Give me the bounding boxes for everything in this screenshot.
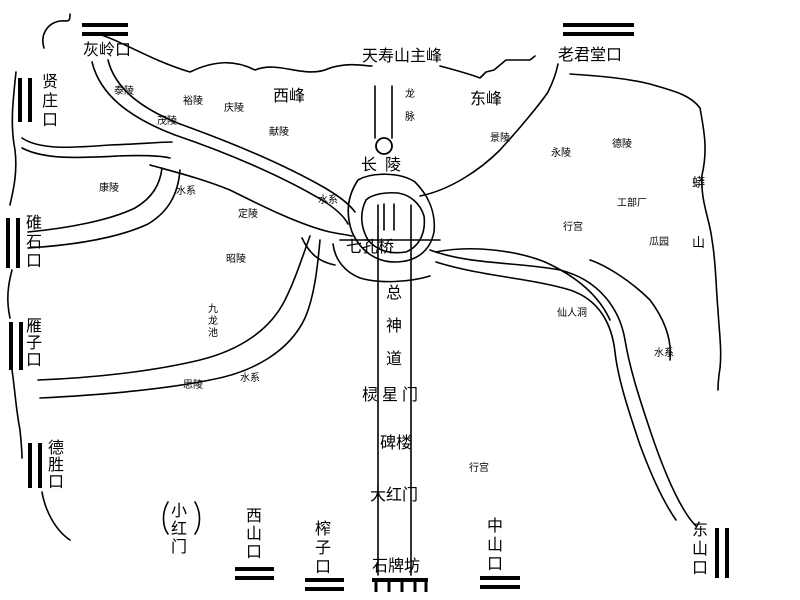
site-label-shipaifang: 石牌坊	[372, 556, 420, 575]
gate-label-xianzhuang: 贤庄口	[42, 72, 58, 129]
site-label-qikongqiao: 七孔桥	[346, 237, 394, 256]
water-label-3: 水系	[240, 372, 260, 384]
tomb-label-dingling: 定陵	[238, 207, 258, 220]
changling-marker	[375, 137, 393, 155]
gate-label-dongshan: 东山口	[692, 520, 708, 577]
site-label-jiulongchi: 九龙池	[208, 303, 218, 339]
changling-enclosure-outer	[347, 173, 436, 263]
peak-label-east: 东峰	[470, 89, 502, 108]
water-label-4: 水系	[654, 347, 674, 359]
tomb-label-xianling: 献陵	[269, 125, 289, 138]
ridge-changling-east	[419, 63, 559, 197]
tomb-label-jingling: 景陵	[490, 132, 510, 144]
ridge-xianzhuang-2	[21, 147, 171, 159]
site-label-xianrendong: 仙人洞	[557, 306, 587, 319]
water-east-main-2	[435, 261, 677, 521]
tomb-label-maoling: 茂陵	[157, 114, 177, 127]
shipaifang-legs	[374, 580, 428, 592]
mountain-outline-southwest	[41, 491, 71, 541]
site-label-xinggong-north: 行宫	[563, 220, 583, 233]
water-label-1: 水系	[176, 185, 196, 197]
mountain-outline-northwest	[97, 33, 373, 73]
ridge-huiling-1	[91, 61, 349, 225]
water-east-main-1	[429, 249, 697, 527]
water-zhuishi-2	[27, 169, 181, 249]
site-label-beilou: 碑楼	[380, 433, 412, 452]
mountain-outline-east	[569, 73, 722, 391]
tomb-label-siling: 思陵	[183, 379, 203, 391]
gate-label-yanzi: 雁子口	[26, 316, 42, 369]
gate-label-zhongshan: 中山口	[487, 516, 503, 573]
mountain-outline-west-lower	[11, 369, 23, 459]
gate-label-desheng: 德胜口	[48, 438, 64, 491]
water-label-2: 水系	[318, 194, 338, 206]
tomb-label-yuling: 裕陵	[183, 94, 203, 107]
peak-label-mang: 蟒山	[692, 176, 705, 251]
mountain-outline-west-mid	[7, 269, 13, 319]
enclosure-ticks	[383, 203, 395, 231]
xiaohongmen-arc-left	[162, 501, 169, 535]
water-east-branch-2	[589, 259, 672, 361]
mountain-outline-north-center	[439, 55, 536, 79]
peak-label-west: 西峰	[273, 86, 305, 105]
tomb-label-yongling: 永陵	[551, 146, 571, 159]
site-label-lingxingmen: 棂星门	[362, 385, 422, 404]
mountain-outline-west-upper	[9, 71, 17, 206]
site-label-dahongmen: 大红门	[370, 485, 418, 504]
site-label-guayuan: 瓜园	[649, 236, 669, 248]
tomb-label-kangling: 康陵	[99, 181, 119, 194]
tomb-label-changling: 长陵	[361, 155, 409, 174]
gate-label-huiling: 灰岭口	[83, 40, 131, 59]
gate-label-xishan: 西山口	[246, 506, 262, 561]
changling-enclosure-inner	[360, 191, 426, 254]
tomb-label-qingling: 庆陵	[224, 101, 244, 114]
peak-label-longmai: 龙脉	[405, 87, 415, 123]
tomb-label-zhaoling: 昭陵	[226, 253, 246, 265]
water-zhuishi-1	[27, 167, 163, 233]
xiaohongmen-arc-right	[194, 501, 201, 535]
site-label-shendao: 总神道	[386, 283, 402, 368]
water-yanzi-1	[37, 235, 311, 381]
water-east-branch	[435, 248, 611, 321]
tomb-label-deling: 德陵	[612, 137, 632, 150]
tomb-label-tailing: 泰陵	[114, 84, 134, 97]
mountain-outline-north	[42, 13, 71, 49]
peak-label-main: 天寿山主峰	[362, 46, 442, 65]
gate-label-zhuishi: 碓石口	[26, 213, 42, 270]
gate-label-zhazi: 榨子口	[315, 519, 331, 576]
water-yanzi-2	[39, 239, 321, 399]
site-label-xinggong-south: 行宫	[469, 461, 489, 474]
gate-label-xiaohongmen: 小红门	[171, 501, 187, 556]
site-label-gongbu: 工部厂	[617, 196, 647, 209]
gate-label-laojuntang: 老君堂口	[558, 45, 622, 64]
water-dingling	[149, 164, 353, 237]
ridge-huiling-2	[107, 59, 356, 213]
ridge-xianzhuang-1	[21, 137, 173, 149]
water-arc-west	[301, 237, 336, 266]
